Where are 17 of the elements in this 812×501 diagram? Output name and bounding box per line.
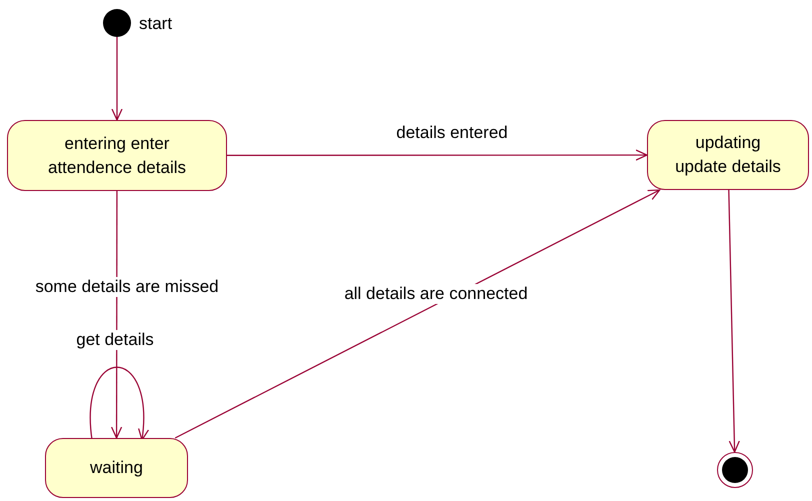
state-text: waiting [90,457,143,479]
edge-label: get details [74,330,156,350]
transition-arrow [728,190,740,453]
final-state [717,452,753,488]
transition-arrow [227,149,648,161]
state-text: updating [695,132,761,154]
state-box [647,120,809,190]
edge-label: all details are connected [342,284,530,304]
state-caption: start [139,13,172,35]
state-box [7,120,227,191]
transition-arrow [174,189,660,439]
state-text: entering enter attendence details [47,132,187,178]
transition-arrow [111,37,123,121]
state-box [45,438,188,498]
initial-state [103,9,131,37]
transition-arrow [90,366,148,441]
state-text: update details [675,156,781,178]
